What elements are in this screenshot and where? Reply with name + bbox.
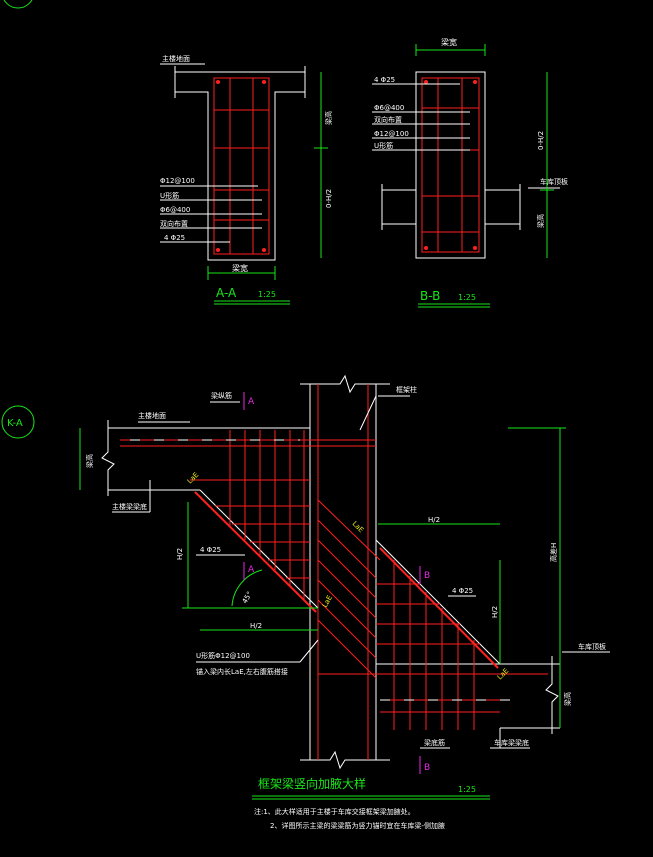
column-leader-tail: [359, 395, 377, 431]
detail-garage-roof: 车库顶板: [578, 642, 606, 651]
detail-lae-2: LaE: [351, 520, 366, 535]
right-haunch-slope: [375, 539, 501, 665]
aa-scale: 1:25: [258, 290, 276, 299]
aa-bar-dot: [216, 248, 220, 252]
section-bb: 梁宽 4 Φ25 Φ6@400 双向布置 Φ12@100 U形筋 车库顶板 0-…: [372, 37, 568, 308]
bb-bar-dot: [424, 246, 428, 250]
joint-diagonal: [317, 499, 381, 561]
detail-scale: 1:25: [458, 785, 476, 794]
right-beam-break: [545, 656, 559, 734]
detail-angle: 45°: [241, 590, 254, 605]
aa-bar-dot: [262, 248, 266, 252]
detail-haunch: K-A: [1, 0, 610, 830]
joint-diagonal: [317, 619, 377, 679]
aa-dim-label: 0-H/2: [325, 189, 333, 208]
left-haunch-slope: [199, 489, 319, 609]
joint-diagonal: [317, 519, 377, 579]
aa-width-label: 梁宽: [232, 263, 248, 273]
detail-lae-3: LaE: [321, 594, 334, 609]
section-b-mid: B: [424, 571, 430, 581]
joint-diagonal: [317, 599, 377, 659]
aa-rebar-2: U形筋: [160, 191, 179, 200]
aa-height-label: 梁高: [324, 111, 333, 125]
aa-stirrup: [213, 77, 270, 255]
left-beam-break: [101, 420, 115, 496]
section-b-bottom: B: [424, 763, 430, 773]
detail-marker: K-A: [7, 418, 23, 429]
detail-height-right: 高差H: [549, 543, 558, 562]
detail-marker-circle: [1, 405, 35, 439]
detail-h2-left-horiz: H/2: [250, 622, 262, 630]
bb-width-label: 梁宽: [441, 37, 457, 47]
bb-scale: 1:25: [458, 293, 476, 302]
detail-h2-right-vert: H/2: [491, 606, 499, 618]
detail-h2-left-vert: H/2: [176, 548, 184, 560]
detail-title: 框架梁竖向加腋大样: [258, 776, 366, 791]
bb-bar-dot: [473, 246, 477, 250]
bb-stirrup: [421, 77, 480, 253]
bb-rebar-5: U形筋: [374, 141, 393, 150]
bb-rebar-3: 双向布置: [374, 115, 402, 124]
detail-lae-4: LaE: [496, 667, 511, 682]
detail-rebar-left: 4 Φ25: [200, 546, 221, 554]
detail-beam-bottom-rebar: 梁底筋: [424, 738, 445, 747]
detail-garage-beam-bottom: 车库梁梁底: [494, 738, 529, 747]
joint-diagonal: [317, 539, 377, 599]
bb-height-label: 梁高: [536, 214, 545, 228]
joint-diagonal: [317, 559, 377, 619]
bb-outline: [415, 71, 486, 259]
stirrup-leader-tail: [299, 639, 319, 663]
left-haunch-bar: [194, 491, 317, 613]
aa-rebar-3: Φ6@400: [160, 206, 190, 214]
section-a-mid: A: [248, 565, 255, 575]
top-marker-circle: [3, 0, 33, 9]
detail-lae-1: LaE: [186, 471, 201, 486]
bb-dim-label: 0-H/2: [537, 131, 545, 150]
joint-diagonal: [317, 579, 377, 639]
column-break-bottom: [300, 750, 390, 770]
section-a-top: A: [248, 397, 255, 407]
detail-stirrup-note: 锚入梁内长LaE,左右腹筋搭接: [196, 667, 288, 676]
bb-bar-dot: [473, 80, 477, 84]
aa-bar-dot: [216, 80, 220, 84]
detail-note-2: 2、详图所示主梁的梁梁筋为竖力锚时宜在车库梁-侧加腋: [270, 821, 445, 830]
aa-rebar-1: Φ12@100: [160, 177, 195, 185]
bb-roof-label: 车库顶板: [540, 177, 568, 186]
angle-arc: [231, 569, 263, 607]
aa-rebar-4: 双向布置: [160, 219, 188, 228]
detail-note-1: 注:1、此大样适用于主楼于车库交接框架梁加腋处。: [254, 807, 415, 816]
bb-bar-dot: [424, 80, 428, 84]
detail-main-floor: 主楼地面: [138, 411, 166, 420]
detail-rebar-right: 4 Φ25: [452, 587, 473, 595]
detail-stirrup: U形筋Φ12@100: [196, 651, 250, 660]
aa-floor-label: 主楼地面: [162, 54, 190, 63]
detail-h2-top-right: H/2: [428, 516, 440, 524]
right-haunch-bar: [379, 547, 499, 669]
bb-rebar-2: Φ6@400: [374, 104, 404, 112]
detail-right-beam-height: 梁高: [563, 692, 572, 706]
bb-rebar-4: Φ12@100: [374, 130, 409, 138]
bb-title: B-B: [420, 289, 440, 303]
bb-rebar-1: 4 Φ25: [374, 76, 395, 84]
detail-left-beam-height: 梁高: [85, 454, 94, 468]
column-break-top: [300, 374, 390, 394]
aa-title: A-A: [216, 286, 237, 300]
aa-rebar-5: 4 Φ25: [164, 234, 185, 242]
section-aa: 主楼地面 Φ12@100 U形筋 Φ6@400 双向布置 4 Φ25 梁宽 梁高…: [160, 54, 333, 305]
detail-column: 框架柱: [396, 385, 417, 394]
detail-beam-rebar: 梁纵筋: [211, 391, 232, 400]
detail-main-beam-bottom: 主楼梁梁底: [112, 502, 147, 511]
aa-bar-dot: [262, 80, 266, 84]
aa-outline: [175, 71, 306, 261]
